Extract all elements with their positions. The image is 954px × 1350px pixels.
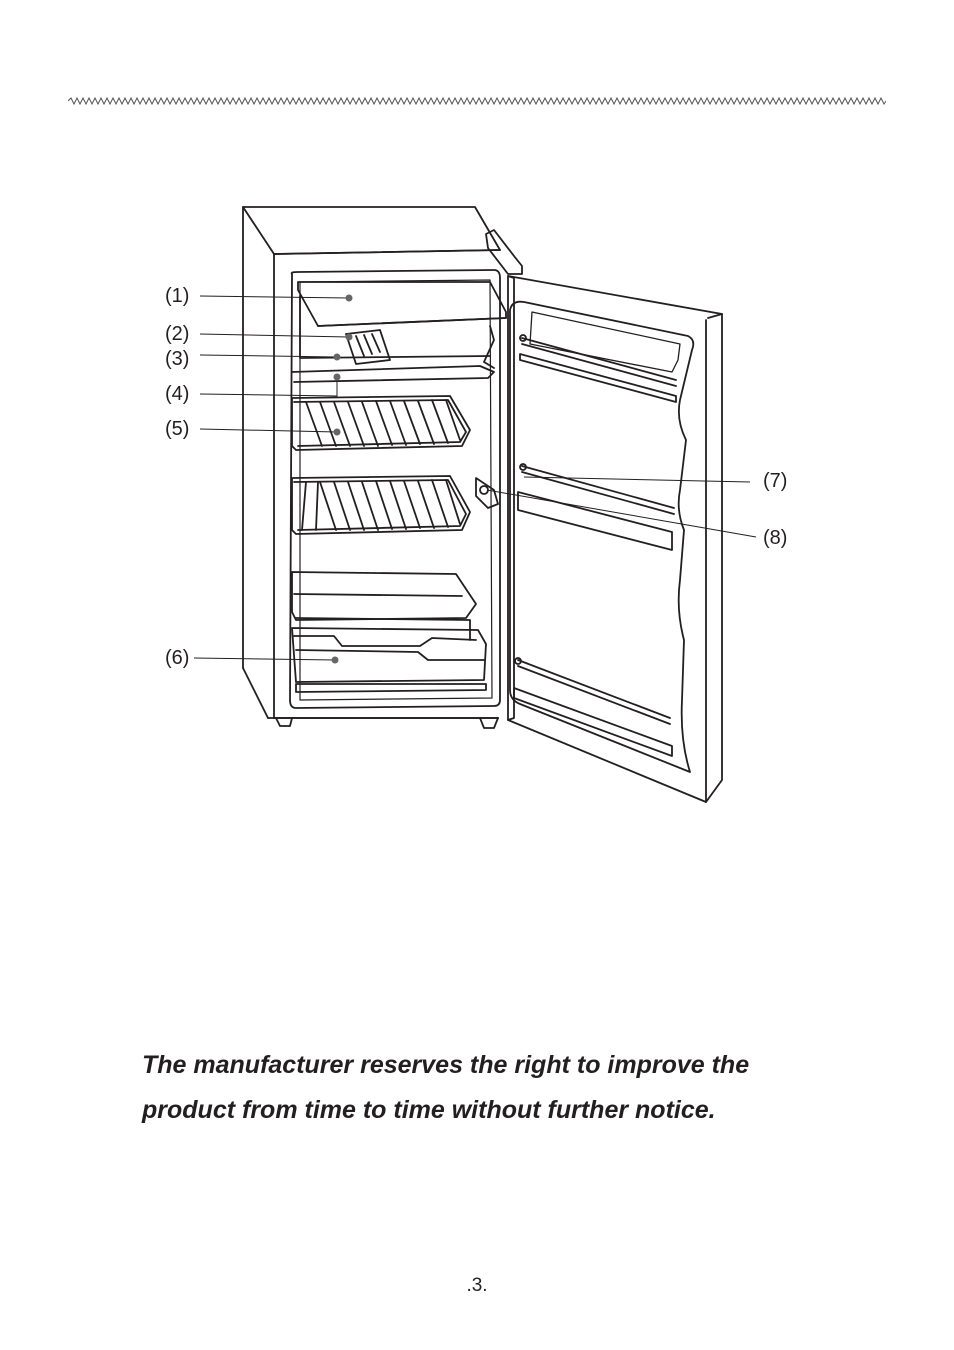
leader-line-6 [193, 657, 336, 661]
top-hinge [485, 229, 523, 275]
zigzag-line [68, 96, 886, 106]
leader-lines [193, 295, 757, 661]
cabinet-body [242, 206, 523, 729]
crisper-drawer [291, 627, 487, 693]
leader-line-7 [523, 476, 751, 483]
callout-2: (2) [165, 323, 190, 345]
manufacturer-notice: The manufacturer reserves the right to i… [142, 1043, 862, 1133]
drip-tray [291, 365, 495, 383]
leader-line-3 [199, 354, 338, 358]
door-rack-middle [517, 463, 675, 551]
refrigerator-diagram [193, 206, 757, 803]
callout-4: (4) [165, 383, 190, 405]
page-number: .3. [466, 1275, 488, 1296]
leader-line-2 [199, 333, 350, 338]
callout-7: (7) [763, 470, 788, 492]
leader-line-8 [486, 489, 757, 538]
callout-6: (6) [165, 647, 190, 669]
wire-shelf-lower [291, 475, 471, 535]
leader-line-4 [199, 377, 338, 397]
lamp-switch [475, 477, 499, 509]
notice-line-2: product from time to time without furthe… [142, 1096, 716, 1124]
leader-line-1 [199, 295, 350, 299]
wire-shelf-upper [291, 395, 471, 451]
door-rack-lower [513, 657, 673, 757]
temperature-control [345, 329, 391, 365]
interior-liner [289, 269, 501, 709]
callout-1: (1) [165, 285, 190, 307]
callout-5: (5) [165, 418, 190, 440]
leader-line-5 [199, 428, 338, 433]
glass-shelf [291, 571, 477, 641]
open-door [507, 275, 723, 803]
freezer-compartment [297, 281, 507, 369]
callout-3: (3) [165, 348, 190, 370]
leader-dots [331, 294, 353, 664]
header-decorative-rule [68, 96, 886, 106]
notice-line-1: The manufacturer reserves the right to i… [142, 1051, 750, 1079]
callout-8: (8) [763, 527, 788, 549]
door-rack-upper [519, 334, 677, 403]
